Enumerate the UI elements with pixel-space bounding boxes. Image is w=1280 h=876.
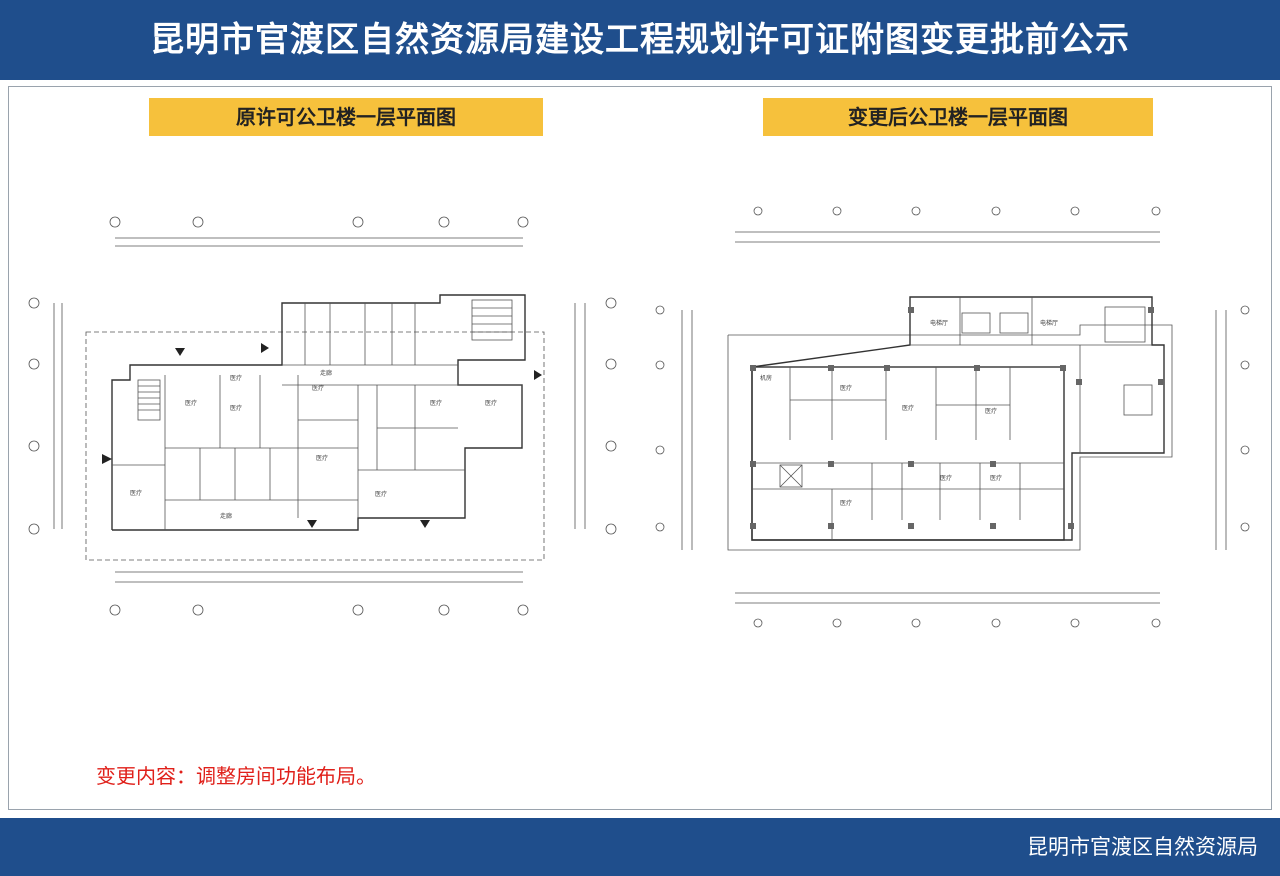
svg-text:医疗: 医疗	[430, 399, 442, 407]
changed-plan-label: 变更后公卫楼一层平面图	[763, 98, 1153, 136]
change-content-note: 变更内容：调整房间功能布局。	[96, 764, 376, 788]
svg-text:医疗: 医疗	[840, 499, 852, 507]
original-floor-plan-drawing: 医疗医疗医疗 医疗医疗医疗 医疗医疗医疗 走廊走廊	[28, 216, 617, 616]
svg-text:走廊: 走廊	[320, 369, 332, 377]
svg-text:医疗: 医疗	[940, 474, 952, 482]
svg-text:医疗: 医疗	[990, 474, 1002, 482]
changed-floor-plan-drawing: 机房医疗医疗 医疗医疗医疗 医疗电梯厅电梯厅	[655, 206, 1250, 628]
svg-text:走廊: 走廊	[220, 512, 232, 520]
svg-text:医疗: 医疗	[312, 384, 324, 392]
top-axis-bubbles	[28, 216, 617, 616]
original-plan-label: 原许可公卫楼一层平面图	[149, 98, 543, 136]
svg-text:电梯厅: 电梯厅	[1040, 319, 1058, 327]
svg-text:机房: 机房	[760, 374, 772, 382]
svg-text:医疗: 医疗	[316, 454, 328, 462]
svg-text:医疗: 医疗	[375, 490, 387, 498]
svg-text:医疗: 医疗	[485, 399, 497, 407]
svg-text:医疗: 医疗	[985, 407, 997, 415]
svg-text:医疗: 医疗	[230, 404, 242, 412]
svg-text:医疗: 医疗	[840, 384, 852, 392]
svg-text:医疗: 医疗	[185, 399, 197, 407]
svg-text:医疗: 医疗	[230, 374, 242, 382]
header-bar	[0, 0, 1280, 80]
svg-text:医疗: 医疗	[130, 489, 142, 497]
footer-bar	[0, 818, 1280, 876]
page-title: 昆明市官渡区自然资源局建设工程规划许可证附图变更批前公示	[150, 20, 1130, 60]
top-axis-bubbles-right	[655, 206, 1250, 628]
svg-text:医疗: 医疗	[902, 404, 914, 412]
footer-organization: 昆明市官渡区自然资源局	[1027, 835, 1258, 859]
svg-text:电梯厅: 电梯厅	[930, 319, 948, 327]
